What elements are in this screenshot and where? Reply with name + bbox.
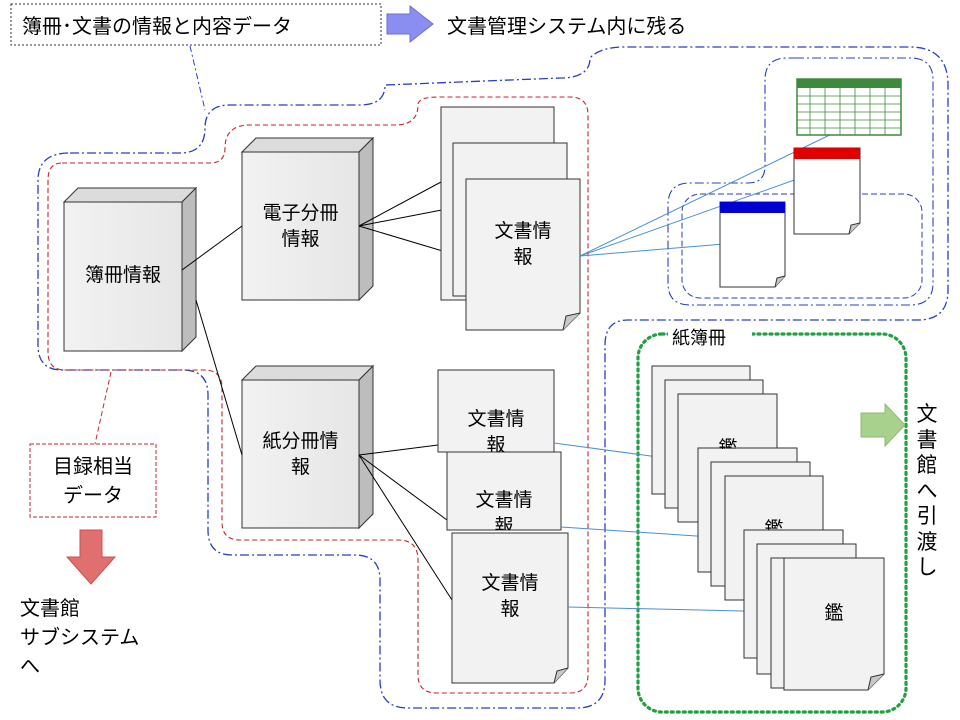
handover-char: 文	[916, 402, 938, 426]
bosatsu-info-label: 簿冊情報	[84, 264, 161, 286]
catalog-note-label: 目録相当 データ	[30, 452, 156, 510]
header-label-box	[10, 3, 382, 46]
hierarchy-connectors	[181, 181, 467, 601]
catalog-note-line1: 目録相当	[53, 454, 133, 478]
bunsho-label-line1: 文書情	[467, 408, 525, 430]
handover-char: 書	[916, 427, 938, 452]
system-region-outline	[37, 46, 949, 709]
subsystem-line1: 文書館	[20, 596, 80, 620]
document-file-icon	[719, 201, 786, 288]
header-label: 簿冊･文書の情報と内容データ	[22, 14, 292, 38]
bunsho-label-line1: 文書情	[481, 572, 539, 594]
denshi-bunsatsu-box	[240, 136, 375, 302]
kami-bunsatsu-label-line2: 報	[290, 456, 310, 478]
handover-arrow	[860, 402, 906, 448]
kami-bunsatsu-label: 紙分冊情 報	[242, 428, 359, 480]
catalog-leader-line	[94, 371, 112, 445]
handover-label: 文 書 館 へ 引 渡 し	[912, 402, 942, 581]
paper-book-region-outline	[636, 332, 908, 714]
kami-bunsatsu-label-line1: 紙分冊情	[262, 430, 339, 452]
catalog-note-box	[29, 443, 157, 518]
subsystem-arrow	[65, 529, 117, 585]
bunsho-info-label-paper-1: 文書情 報	[438, 406, 554, 452]
paper-book-sheets	[651, 365, 885, 691]
paper-doc-stack	[437, 369, 569, 684]
bunsho-label-line2: 報	[486, 434, 506, 452]
handover-char: 引	[916, 504, 938, 528]
subsystem-label: 文書館 サブシステム へ	[20, 594, 200, 681]
content-data-region-outline	[667, 57, 934, 306]
spreadsheet-icon	[796, 78, 902, 136]
kagami-glyph: 鑑	[824, 602, 844, 624]
bunsho-label-line2: 報	[500, 598, 520, 620]
handover-char: へ	[916, 478, 938, 503]
bunsho-info-label-paper-3: 文書情 報	[452, 570, 568, 622]
catalog-note-line2: データ	[63, 483, 123, 507]
kagami-glyph: 鑑	[764, 518, 784, 530]
bunsho-label-line2: 報	[513, 246, 533, 268]
denshi-bunsatsu-label-line1: 電子分冊	[262, 202, 339, 224]
denshi-bunsatsu-label: 電子分冊 情報	[242, 200, 359, 252]
bunsho-label-line1: 文書情	[494, 220, 552, 242]
subsystem-line3: へ	[20, 654, 40, 678]
retain-arrow	[386, 4, 434, 44]
catalog-region-outline	[47, 96, 589, 694]
denshi-bunsatsu-label-line2: 情報	[281, 228, 320, 250]
subsystem-line2: サブシステム	[20, 625, 140, 649]
electronic-doc-stack	[440, 106, 581, 331]
kagami-glyph: 鑑	[718, 437, 738, 449]
document-file-icon	[793, 147, 861, 235]
bosatsu-info-box	[62, 186, 198, 353]
handover-char: 渡	[916, 529, 938, 554]
handover-char: 館	[916, 453, 938, 477]
handover-char: し	[916, 555, 938, 579]
header-leader-line	[189, 45, 206, 111]
retain-label: 文書管理システム内に残る	[447, 14, 686, 38]
kami-bunsatsu-box	[240, 364, 375, 530]
bunsho-label-line2: 報	[494, 515, 514, 530]
paper-book-label: 紙簿冊	[668, 326, 752, 352]
bunsho-info-label-electronic: 文書情 報	[466, 218, 580, 270]
bunsho-info-label-paper-2: 文書情 報	[447, 487, 561, 530]
bunsho-label-line1: 文書情	[475, 489, 533, 511]
